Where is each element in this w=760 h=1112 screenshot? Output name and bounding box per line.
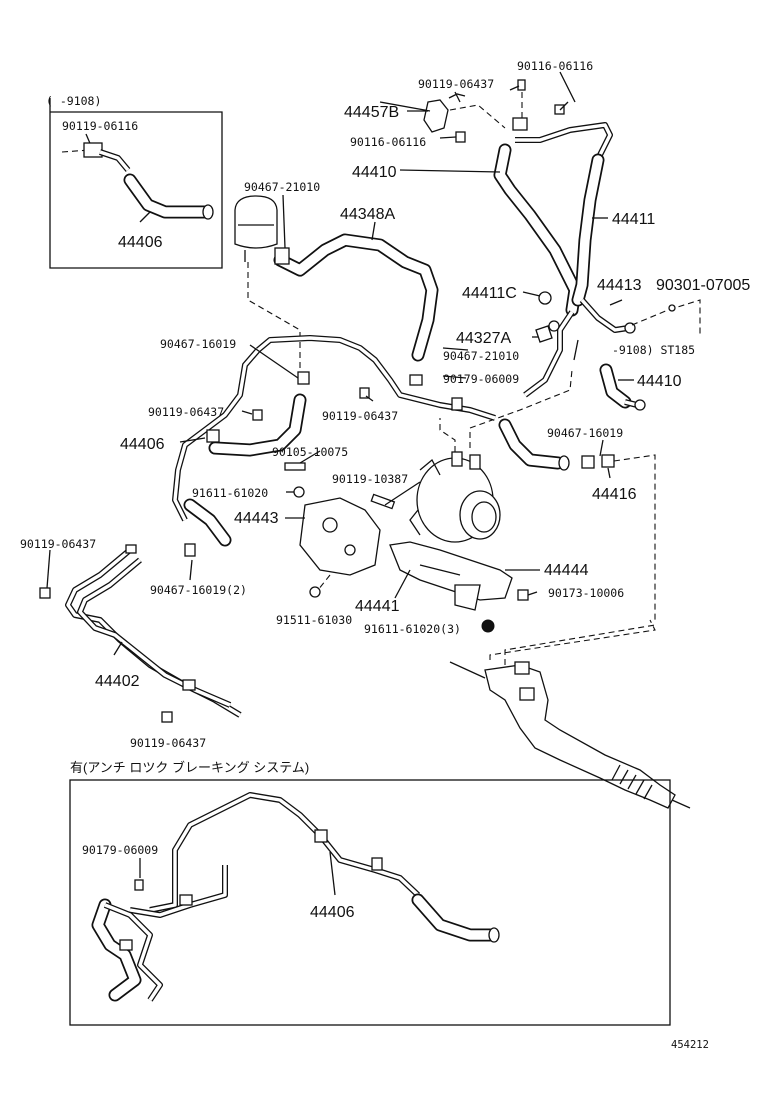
inset-top-hose-label: 44406 — [118, 234, 163, 251]
label-44327A: 44327A — [456, 330, 511, 347]
clamp — [371, 857, 383, 871]
clamp — [182, 679, 196, 691]
inset-bottom: 有(アンチ ロツク ブレーキング システム) 90179-06009 44406 — [69, 760, 671, 1026]
inset-bottom-bolt-label: 90179-06009 — [82, 843, 158, 857]
label-90301-07005: 90301-07005 — [656, 277, 750, 294]
label-90105-10075: 90105-10075 — [272, 445, 348, 459]
bolt-90105 — [284, 462, 306, 471]
label-90119-06437: 90119-06437 — [20, 537, 96, 551]
inset-top-bolt-label: 90119-06116 — [62, 119, 138, 133]
bracket-44443 — [284, 462, 396, 598]
clamp — [206, 429, 220, 443]
part-labels: 90116-06116 90119-06437 44457B 90116-061… — [20, 59, 750, 750]
label-44441: 44441 — [355, 598, 400, 615]
washer — [293, 486, 305, 498]
clamp — [581, 455, 595, 469]
clamp — [297, 371, 310, 385]
power-steering-pump — [409, 369, 573, 543]
label-44410: 44410 — [637, 373, 682, 390]
label-90467-16019: 90467-16019 — [160, 337, 236, 351]
label-44444: 44444 — [544, 562, 589, 579]
clamp — [179, 894, 193, 906]
label-44402: 44402 — [95, 673, 140, 690]
label-44411C: 44411C — [462, 285, 517, 302]
clamp — [119, 939, 133, 951]
hose-44411 — [515, 122, 636, 398]
inset-bottom-caption: 有(アンチ ロツク ブレーキング システム) — [70, 760, 309, 775]
label-44406: 44406 — [120, 436, 165, 453]
hose-44416 — [498, 418, 656, 620]
clamp-44327A — [535, 325, 553, 343]
label-90119-06437: 90119-06437 — [322, 409, 398, 423]
clamp — [409, 374, 423, 386]
hose-end — [202, 204, 214, 220]
label-90467-16019-2: 90467-16019(2) — [150, 583, 247, 597]
label-90467-21010: 90467-21010 — [443, 349, 519, 363]
label-90179-06009: 90179-06009 — [443, 372, 519, 386]
label-91611-61020-3: 91611-61020(3) — [364, 622, 461, 636]
washer — [309, 586, 321, 598]
inset-bottom-frame — [69, 779, 671, 1026]
label-90467-21010: 90467-21010 — [244, 180, 320, 194]
label-91511-61030: 91511-61030 — [276, 613, 352, 627]
bolt-90119-10387 — [370, 493, 396, 510]
label-90173-10006: 90173-10006 — [548, 586, 624, 600]
bolt-icon — [601, 454, 615, 468]
label-44348A: 44348A — [340, 206, 395, 223]
bolt-icon — [134, 879, 144, 891]
fitting-44411C — [522, 291, 560, 343]
label-44457B: 44457B — [344, 104, 399, 121]
inset-top-range: ( -9108) — [46, 94, 101, 108]
bolt-icon — [455, 131, 466, 143]
clamp — [314, 829, 328, 843]
top-fittings — [407, 71, 576, 143]
label-90119-06437: 90119-06437 — [148, 405, 224, 419]
pipes-44402 — [39, 544, 242, 723]
inset-st185 — [573, 339, 646, 411]
label-90119-06437: 90119-06437 — [130, 736, 206, 750]
label-90116-06116: 90116-06116 — [517, 59, 593, 73]
leader-lines — [46, 85, 611, 599]
label-44410: 44410 — [352, 164, 397, 181]
reservoir-tank — [234, 195, 301, 372]
figure-id: 454212 — [671, 1039, 709, 1051]
bolt-icon — [359, 387, 370, 399]
hose-44348A — [273, 233, 439, 362]
label-44413: 44413 — [597, 277, 642, 294]
clamp — [451, 397, 463, 411]
label-90467-16019: 90467-16019 — [547, 426, 623, 440]
bracket-44444 — [389, 541, 529, 633]
fitting-44413 — [609, 299, 701, 335]
label-44411: 44411 — [612, 211, 655, 228]
bolt-icon — [161, 711, 173, 723]
label-44443: 44443 — [234, 510, 279, 527]
label-90116-06116: 90116-06116 — [350, 135, 426, 149]
bolt-icon — [517, 79, 526, 91]
label-91611-61020: 91611-61020 — [192, 486, 268, 500]
label-90119-10387: 90119-10387 — [332, 472, 408, 486]
clamp — [184, 543, 196, 557]
label-44416: 44416 — [592, 486, 637, 503]
bracket-44457B — [423, 99, 449, 133]
hose-44406-main — [172, 335, 496, 557]
leader — [139, 211, 151, 223]
bolt-icon — [39, 587, 51, 599]
inset-bottom-hose-label: 44406 — [310, 904, 355, 921]
inset-top-frame — [49, 98, 223, 269]
bolt-icon — [252, 409, 263, 421]
nut-91611 — [481, 619, 495, 633]
steering-gear — [449, 619, 691, 809]
inset-top-left: ( -9108) 90119-06116 44406 — [46, 94, 223, 269]
clamp — [274, 247, 290, 265]
nut-90173 — [517, 589, 529, 601]
label-range-st185: -9108) ST185 — [612, 343, 695, 357]
bolt-icon — [554, 104, 565, 115]
label-90119-06437: 90119-06437 — [418, 77, 494, 91]
